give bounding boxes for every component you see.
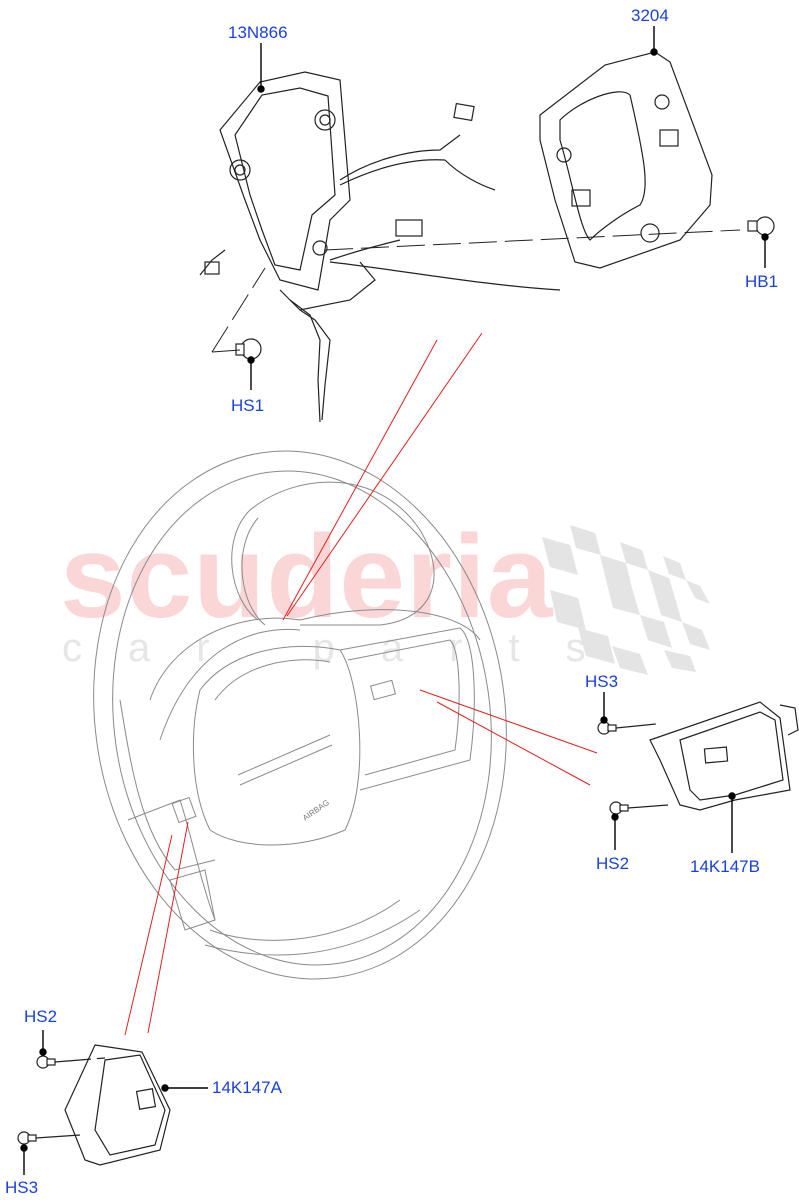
callout-hs2-right[interactable]: HS2 xyxy=(596,854,630,873)
callout-14k147b[interactable]: 14K147B xyxy=(690,857,760,876)
callout-hs1[interactable]: HS1 xyxy=(231,396,265,415)
assembly-lines xyxy=(211,229,741,353)
trim-panel-part xyxy=(539,51,713,269)
steering-wheel xyxy=(93,450,507,980)
switch-module-left-part xyxy=(35,1044,171,1166)
callout-14k147a[interactable]: 14K147A xyxy=(212,1078,282,1097)
callout-13n866[interactable]: 13N866 xyxy=(228,23,288,42)
airbag-marking: AIRBAG xyxy=(301,798,331,823)
callout-hs2-left[interactable]: HS2 xyxy=(24,1007,58,1026)
explode-lines xyxy=(124,332,598,1036)
callout-hb1[interactable]: HB1 xyxy=(745,272,779,291)
callout-3204[interactable]: 3204 xyxy=(631,6,669,25)
leader-lines xyxy=(20,26,769,1175)
switch-module-right-part xyxy=(615,701,799,811)
callout-hs3-left[interactable]: HS3 xyxy=(5,1178,39,1197)
bolt-hb1 xyxy=(755,216,775,236)
fasteners xyxy=(17,216,775,1145)
callout-hs3-right[interactable]: HS3 xyxy=(585,672,619,691)
checkered-flag-watermark xyxy=(542,525,710,675)
